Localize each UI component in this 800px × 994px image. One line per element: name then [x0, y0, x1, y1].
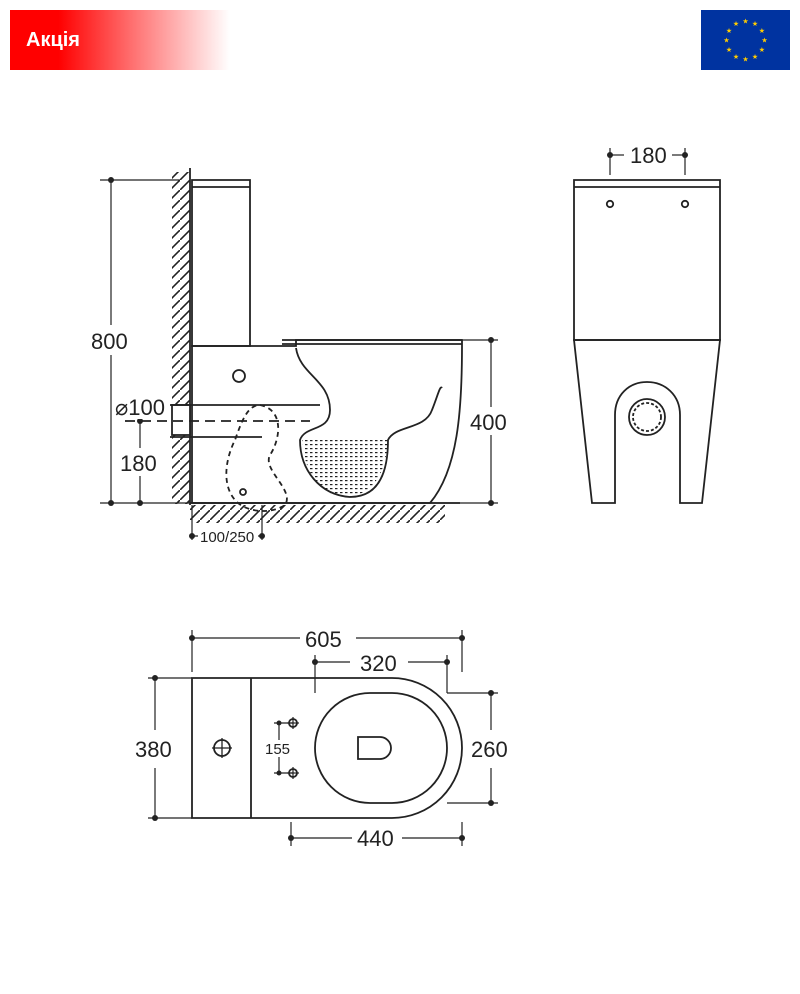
eu-flag-star-icon: ★	[742, 56, 748, 64]
length-total-label: 605	[305, 627, 342, 652]
eu-flag-star-icon: ★	[723, 37, 729, 45]
promo-badge-label: Акція	[26, 28, 80, 51]
water-trap	[302, 440, 388, 497]
label-bg-800	[88, 325, 136, 355]
side-view	[100, 168, 498, 540]
top-view	[148, 630, 498, 846]
eu-flag-stars: ★★★★★★★★★★★★	[723, 18, 767, 64]
height-total-label: 800	[91, 329, 128, 354]
tank-outline	[191, 179, 251, 347]
outlet-diameter-label: ⌀100	[115, 395, 165, 420]
front-bowl-outline	[572, 339, 722, 504]
eu-flag-star-icon: ★	[726, 27, 732, 35]
eu-flag-star-icon: ★	[733, 53, 739, 61]
bowl-outline	[191, 339, 463, 504]
eu-flag-star-icon: ★	[733, 20, 739, 28]
seat-height-label: 400	[470, 410, 507, 435]
front-view-dots	[607, 152, 688, 158]
eu-flag-star-icon: ★	[759, 27, 765, 35]
floor-outlet-dashed	[225, 404, 288, 512]
front-outlet-circle	[628, 398, 666, 436]
front-view	[572, 148, 722, 504]
top-outline	[191, 677, 463, 819]
bowl-width-label: 260	[471, 737, 508, 762]
top-seat-oval	[314, 692, 448, 804]
eu-flag-star-icon: ★	[742, 18, 748, 26]
label-bg-180	[118, 448, 164, 476]
base-length-label: 440	[357, 826, 394, 851]
eu-flag-star-icon: ★	[726, 46, 732, 54]
label-bg-offset	[198, 528, 258, 544]
width-label: 380	[135, 737, 172, 762]
bowl-inner-curve	[295, 347, 443, 498]
fixing-spacing-label: 155	[265, 741, 290, 758]
eu-flag-star-icon: ★	[752, 53, 758, 61]
label-bg-d100	[114, 395, 170, 419]
bowl-length-label: 320	[360, 651, 397, 676]
front-button-right	[680, 199, 690, 209]
wall-hatch	[172, 172, 190, 504]
side-view-dots	[108, 177, 494, 539]
eu-flag-star-icon: ★	[752, 20, 758, 28]
top-view-dots	[152, 635, 494, 841]
front-button-left	[605, 199, 615, 209]
label-bg-155	[264, 740, 296, 757]
eu-flag-background	[701, 10, 790, 70]
fixing-distance-label: 180	[630, 143, 667, 168]
eu-flag-star-icon: ★	[759, 46, 765, 54]
front-outlet-inner-dashed	[632, 402, 662, 432]
eu-flag-star-icon: ★	[761, 37, 767, 45]
outlet-height-label: 180	[120, 451, 157, 476]
water-inlet-circle	[232, 369, 246, 383]
front-tank-outline	[573, 179, 721, 341]
outlet-offset-label: 100/250	[200, 529, 254, 546]
floor-hatch	[190, 505, 445, 523]
eu-flag-icon: ★★★★★★★★★★★★	[701, 10, 790, 70]
promo-badge: Акція	[10, 10, 230, 70]
outlet-pipe	[171, 404, 191, 436]
fixing-hole	[239, 488, 247, 496]
top-seat-hinge	[357, 736, 392, 760]
label-bg-400	[468, 407, 514, 435]
